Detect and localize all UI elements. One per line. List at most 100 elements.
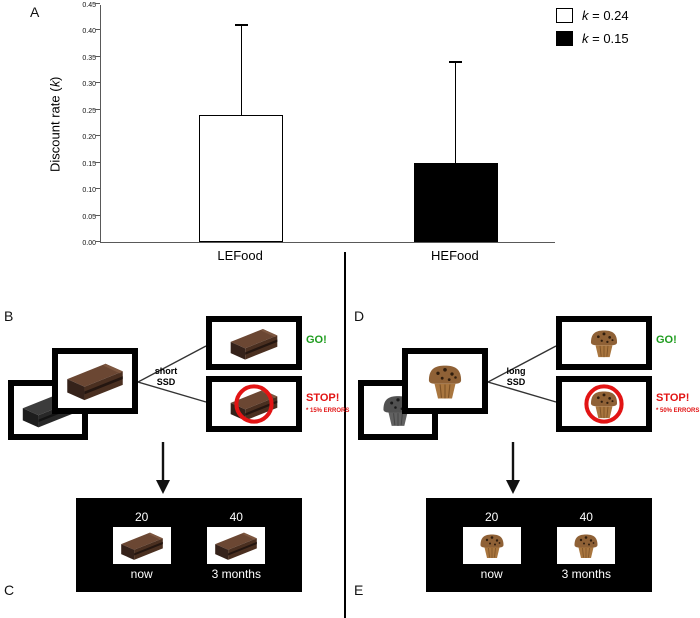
muffin-icon — [587, 324, 621, 362]
choice-photo-later — [207, 526, 266, 564]
legend-item-lefood: k = 0.24 — [556, 8, 629, 23]
amount-now: 20 — [484, 509, 499, 524]
y-tick-label: 0.25 — [82, 107, 96, 115]
amount-later: 40 — [229, 509, 243, 524]
stop-label: STOP! — [656, 392, 690, 404]
choice-screen: 20 now 40 3 months — [76, 498, 302, 592]
cake-image-front-frame — [52, 348, 138, 414]
muffin-image-front-frame — [402, 348, 488, 414]
stop-photo — [562, 382, 646, 426]
ssd-label: short SSD — [154, 366, 178, 388]
y-tick-label: 0.20 — [82, 134, 96, 142]
legend-label: k = 0.24 — [582, 8, 629, 23]
panel-e-label: E — [354, 582, 364, 598]
go-label: GO! — [306, 334, 327, 346]
amount-later: 40 — [579, 509, 593, 524]
y-tick-label: 0.45 — [82, 2, 96, 9]
legend-label: k = 0.15 — [582, 31, 629, 46]
bar-lefood — [199, 115, 284, 242]
legend-swatch-black — [556, 31, 573, 46]
x-category-label: HEFood — [431, 248, 479, 263]
y-tick-mark — [95, 108, 100, 110]
stop-stimulus-frame — [206, 376, 302, 432]
cake-slice-icon — [117, 529, 167, 562]
y-tick-mark — [95, 3, 100, 4]
legend-value: = 0.15 — [588, 31, 629, 46]
go-photo — [562, 322, 646, 364]
muffin-icon — [477, 529, 507, 562]
legend-value: = 0.24 — [588, 8, 629, 23]
y-tick-mark — [95, 241, 100, 242]
y-tick-mark — [95, 161, 100, 163]
y-axis-label-text: Discount rate ( — [47, 87, 63, 172]
delay-now: now — [480, 566, 503, 581]
muffin-icon — [424, 358, 466, 404]
legend-item-hefood: k = 0.15 — [556, 31, 629, 46]
delay-now: now — [130, 566, 153, 581]
stop-task-panel-left: B short SSD GO! ST — [0, 302, 350, 618]
choice-option-now: 20 now — [462, 509, 521, 581]
choice-option-now: 20 now — [112, 510, 171, 581]
panel-divider-line — [344, 252, 346, 618]
legend-k-symbol: k — [582, 8, 589, 23]
muffin-photo — [408, 354, 482, 408]
y-tick-mark — [95, 135, 100, 137]
stop-label: STOP! — [306, 392, 340, 404]
choice-option-later: 40 3 months — [557, 509, 616, 581]
no-sign-icon — [582, 382, 626, 426]
y-tick-label: 0.30 — [82, 81, 96, 89]
panel-b-label: B — [4, 308, 14, 324]
choice-photo-later — [557, 526, 616, 564]
choice-option-later: 40 3 months — [207, 509, 266, 581]
error-bar-cap — [234, 24, 248, 26]
no-sign-icon — [232, 382, 276, 426]
down-arrow-icon — [506, 442, 520, 494]
x-axis-category-labels: LEFood HEFood — [100, 248, 555, 266]
choice-screen: 20 now 40 3 months — [426, 498, 652, 592]
y-tick-mark — [95, 214, 100, 216]
y-tick-label: 0.35 — [82, 54, 96, 62]
errors-note: * 15% ERRORS — [306, 408, 350, 414]
y-tick-label: 0.15 — [82, 160, 96, 168]
y-tick-label: 0.40 — [82, 28, 96, 36]
ssd-label: long SSD — [506, 366, 526, 388]
muffin-icon — [571, 529, 601, 562]
x-category-label: LEFood — [217, 248, 263, 263]
y-axis-label: Discount rate (k) — [46, 5, 64, 243]
stop-task-panel-right: D long SSD GO! STO — [350, 302, 700, 618]
stop-stimulus-frame — [556, 376, 652, 432]
go-label: GO! — [656, 334, 677, 346]
connector-lines — [138, 345, 207, 403]
y-tick-mark — [95, 55, 100, 57]
delay-later: 3 months — [211, 566, 261, 581]
bar-chart-plot — [95, 3, 555, 243]
go-photo — [212, 322, 296, 364]
connector-lines — [488, 345, 557, 403]
error-bar-cap — [449, 61, 463, 63]
delay-later: 3 months — [561, 566, 611, 581]
y-tick-label: 0.00 — [82, 240, 96, 247]
panel-a-label: A — [30, 4, 40, 20]
y-tick-label: 0.05 — [82, 213, 96, 221]
y-axis-label-close: ) — [47, 76, 63, 81]
y-tick-label: 0.10 — [82, 187, 96, 195]
go-stimulus-frame — [206, 316, 302, 370]
legend-k-symbol: k — [582, 31, 589, 46]
down-arrow-icon — [156, 442, 170, 494]
panel-d-label: D — [354, 308, 365, 324]
y-tick-mark — [95, 29, 100, 31]
y-tick-mark — [95, 82, 100, 84]
cake-slice-icon — [63, 359, 127, 403]
cake-slice-icon — [227, 325, 281, 362]
cake-photo — [58, 354, 132, 408]
choice-photo-now — [112, 526, 171, 564]
choice-photo-now — [462, 526, 521, 564]
y-axis-label-symbol: k — [47, 80, 63, 88]
bar-hefood — [413, 162, 498, 242]
stop-photo — [212, 382, 296, 426]
legend-swatch-white — [556, 8, 573, 23]
y-axis-tick-labels: 0.00 0.05 0.10 0.15 0.20 0.25 0.30 0.35 0.40 0.45 — [64, 2, 96, 247]
y-tick-mark — [95, 188, 100, 190]
chart-legend: k = 0.24 k = 0.15 — [556, 8, 629, 54]
